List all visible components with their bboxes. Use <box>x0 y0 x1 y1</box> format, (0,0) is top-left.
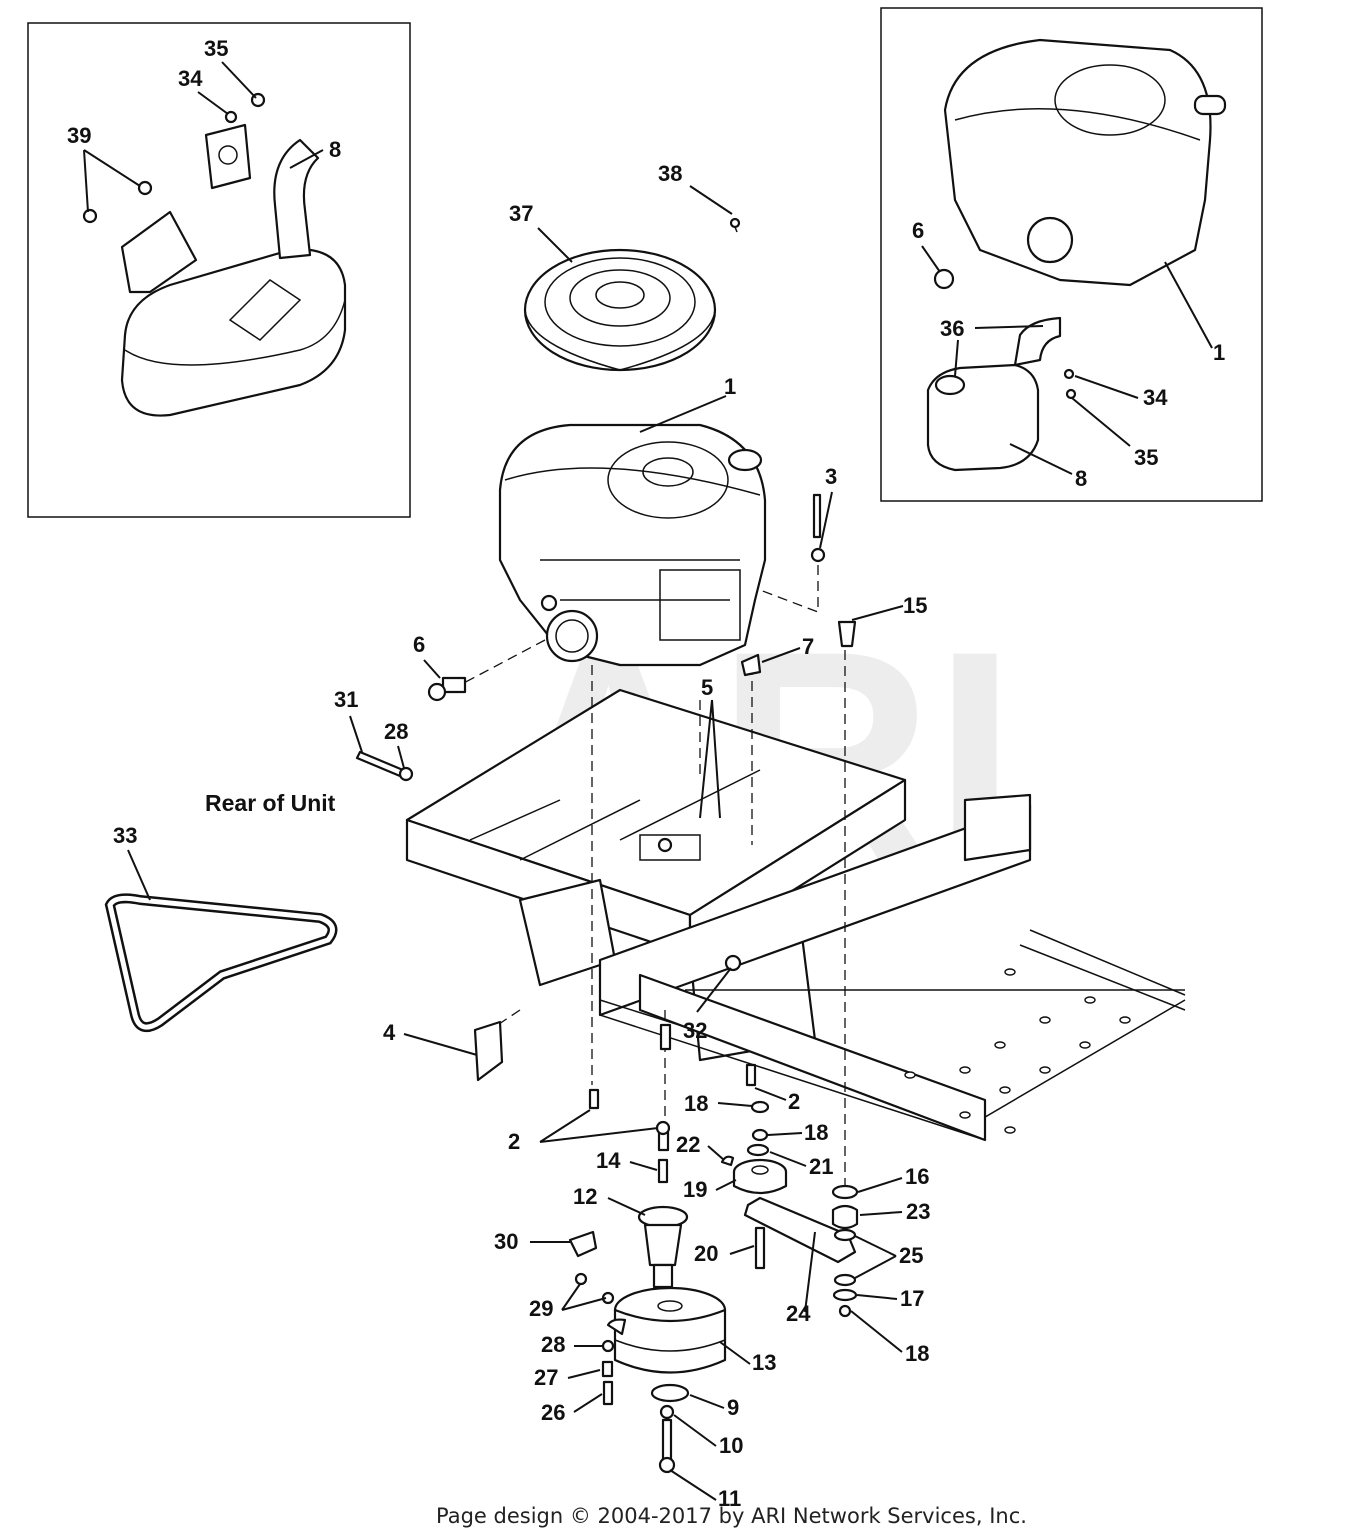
callout-35: 35 <box>204 36 228 61</box>
callout-5: 5 <box>701 675 713 700</box>
callout-18: 18 <box>905 1341 929 1366</box>
callout-34: 34 <box>1143 385 1168 410</box>
callout-11: 11 <box>718 1486 741 1511</box>
callout-33: 33 <box>113 823 137 848</box>
inset-engine-right <box>880 7 1263 502</box>
hardware <box>355 493 857 1110</box>
callout-2: 2 <box>788 1089 800 1114</box>
callout-28: 28 <box>384 719 408 744</box>
callout-29: 29 <box>529 1296 553 1321</box>
callout-24: 24 <box>786 1301 811 1326</box>
callout-7: 7 <box>802 634 814 659</box>
inset-muffler-left <box>27 22 411 518</box>
callout-1: 1 <box>724 374 736 399</box>
callout-28: 28 <box>541 1332 565 1357</box>
callout-8: 8 <box>329 137 341 162</box>
callout-20: 20 <box>694 1241 718 1266</box>
callout-25: 25 <box>899 1243 923 1268</box>
callout-14: 14 <box>596 1148 621 1173</box>
callout-26: 26 <box>541 1400 565 1425</box>
callout-12: 12 <box>573 1184 597 1209</box>
callout-30: 30 <box>494 1229 518 1254</box>
callout-27: 27 <box>534 1365 558 1390</box>
callout-6: 6 <box>912 218 924 243</box>
callout-17: 17 <box>900 1286 924 1311</box>
callout-39: 39 <box>67 123 91 148</box>
callout-31: 31 <box>334 687 358 712</box>
engine <box>498 423 767 667</box>
callout-4: 4 <box>383 1020 396 1045</box>
callout-21: 21 <box>809 1154 833 1179</box>
air-filter-cover <box>523 248 717 372</box>
chassis-frame <box>405 688 1186 1142</box>
callout-13: 13 <box>752 1350 776 1375</box>
callout-18: 18 <box>684 1091 708 1116</box>
deck-holes <box>904 968 1131 1134</box>
callout-6: 6 <box>413 632 425 657</box>
callout-37: 37 <box>509 201 533 226</box>
callout-1: 1 <box>1213 340 1225 365</box>
callout-16: 16 <box>905 1164 929 1189</box>
callout-8: 8 <box>1075 466 1087 491</box>
callout-32: 32 <box>683 1018 707 1043</box>
callout-38: 38 <box>658 161 682 186</box>
footer-copyright: Page design © 2004-2017 by ARI Network S… <box>436 1504 1027 1528</box>
drive-assembly <box>568 1100 859 1474</box>
callout-22: 22 <box>676 1132 700 1157</box>
callout-9: 9 <box>727 1395 739 1420</box>
rear-of-unit-note: Rear of Unit <box>205 790 336 816</box>
callout-36: 36 <box>940 316 964 341</box>
callout-19: 19 <box>683 1177 707 1202</box>
callout-10: 10 <box>719 1433 743 1458</box>
callout-35: 35 <box>1134 445 1158 470</box>
callout-23: 23 <box>906 1199 930 1224</box>
callout-2: 2 <box>508 1129 520 1154</box>
callout-18: 18 <box>804 1120 828 1145</box>
callout-15: 15 <box>903 593 927 618</box>
callout-34: 34 <box>178 66 203 91</box>
callout-3: 3 <box>825 464 837 489</box>
